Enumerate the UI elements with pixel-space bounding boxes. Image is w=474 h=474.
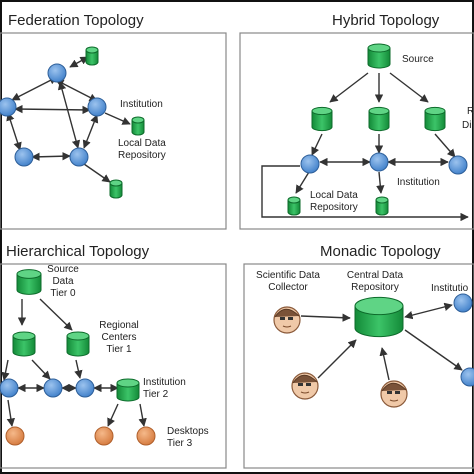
- connection-arrow: [261, 165, 469, 222]
- hierarchical-node: [75, 378, 95, 398]
- hybrid-source-cylinder: [367, 43, 391, 69]
- federation-node: [87, 97, 107, 117]
- scientist-person-icon: [273, 306, 301, 334]
- connection-arrow: [300, 313, 351, 322]
- hierarchical-node: [0, 378, 19, 398]
- connection-arrow: [39, 298, 73, 331]
- hybrid-panel-frame: [239, 32, 474, 230]
- monadic-institution-label: Institutio: [431, 283, 469, 294]
- hybrid-partial-label-b: Di: [462, 120, 472, 131]
- connection-arrow: [379, 347, 390, 381]
- hybrid-distributor-cylinder: [424, 106, 446, 132]
- federation-repository-cylinder: [85, 46, 99, 66]
- federation-panel-frame: [0, 32, 227, 230]
- hierarchical-node: [43, 378, 63, 398]
- connection-arrow: [82, 114, 99, 149]
- connection-arrow: [83, 163, 111, 183]
- scientist-person-icon: [291, 372, 319, 400]
- federation-repository-cylinder: [131, 116, 145, 136]
- connection-arrow: [389, 72, 429, 103]
- hybrid-local-repository-cylinder: [375, 196, 389, 216]
- monadic-central-cylinder: [354, 296, 404, 338]
- desktop-node: [94, 426, 114, 446]
- scientist-person-icon: [380, 380, 408, 408]
- connection-arrow: [31, 359, 51, 380]
- hierarchical-tier0-cylinder: [16, 269, 42, 295]
- connection-arrow: [295, 171, 310, 194]
- hierarchical-tier2-label: Institution Tier 2: [143, 377, 186, 400]
- hybrid-node: [369, 152, 389, 172]
- monadic-collector-label: Scientific Data Collector: [256, 270, 320, 293]
- hybrid-distributor-cylinder: [368, 106, 390, 132]
- federation-node: [0, 97, 17, 117]
- hybrid-institution-label: Institution: [397, 177, 440, 188]
- connection-arrow: [138, 403, 147, 427]
- hybrid-distributor-cylinder: [311, 106, 333, 132]
- connection-arrow: [329, 72, 369, 103]
- connection-arrow: [104, 112, 131, 125]
- hierarchical-tier1-label: Regional Centers Tier 1: [99, 320, 139, 355]
- connection-arrow: [1, 359, 10, 381]
- hierarchical-title: Hierarchical Topology: [6, 243, 150, 260]
- edges-layer: [1, 56, 469, 427]
- hybrid-partial-label-a: R: [467, 106, 474, 117]
- monadic-panel-frame: [243, 263, 474, 469]
- hybrid-title: Hybrid Topology: [332, 12, 440, 29]
- hybrid-node: [448, 155, 468, 175]
- connection-arrow: [6, 399, 16, 427]
- connection-arrow: [376, 171, 385, 194]
- hierarchical-tier3-label: Desktops Tier 3: [167, 426, 209, 449]
- federation-repository-label: Local Data Repository: [118, 138, 166, 161]
- connection-arrow: [434, 133, 456, 158]
- connection-arrow: [107, 403, 119, 427]
- hierarchical-tier0-label: Source Data Tier 0: [47, 264, 79, 299]
- connection-arrow: [11, 76, 58, 101]
- nodes-layer: [0, 43, 474, 446]
- hybrid-node: [300, 154, 320, 174]
- connection-arrow: [404, 302, 453, 320]
- desktop-node: [136, 426, 156, 446]
- federation-title: Federation Topology: [8, 12, 144, 29]
- connection-arrow: [31, 152, 71, 161]
- hierarchical-panel-frame: [0, 263, 227, 469]
- monadic-title: Monadic Topology: [320, 243, 441, 260]
- connection-arrow: [74, 359, 83, 379]
- federation-node: [47, 63, 67, 83]
- monadic-node: [453, 293, 473, 313]
- federation-node: [14, 147, 34, 167]
- connection-arrow: [14, 104, 91, 115]
- federation-node: [69, 147, 89, 167]
- federation-repository-cylinder: [109, 179, 123, 199]
- monadic-node: [460, 367, 474, 387]
- connection-arrow: [404, 329, 463, 371]
- federation-institution-label: Institution: [120, 99, 163, 110]
- connection-arrow: [69, 56, 89, 68]
- connection-arrow: [317, 339, 357, 379]
- hierarchical-tier2-cylinder: [116, 378, 140, 402]
- hybrid-source-label: Source: [402, 54, 434, 65]
- connection-arrow: [57, 81, 81, 149]
- hierarchical-tier1-cylinder: [12, 331, 36, 357]
- connection-arrow: [311, 133, 323, 156]
- desktop-node: [5, 426, 25, 446]
- hybrid-repository-label: Local Data Repository: [310, 190, 358, 213]
- monadic-central-label: Central Data Repository: [346, 270, 404, 293]
- hierarchical-tier1-cylinder: [66, 331, 90, 357]
- hybrid-local-repository-cylinder: [287, 196, 301, 216]
- connection-arrow: [6, 112, 22, 151]
